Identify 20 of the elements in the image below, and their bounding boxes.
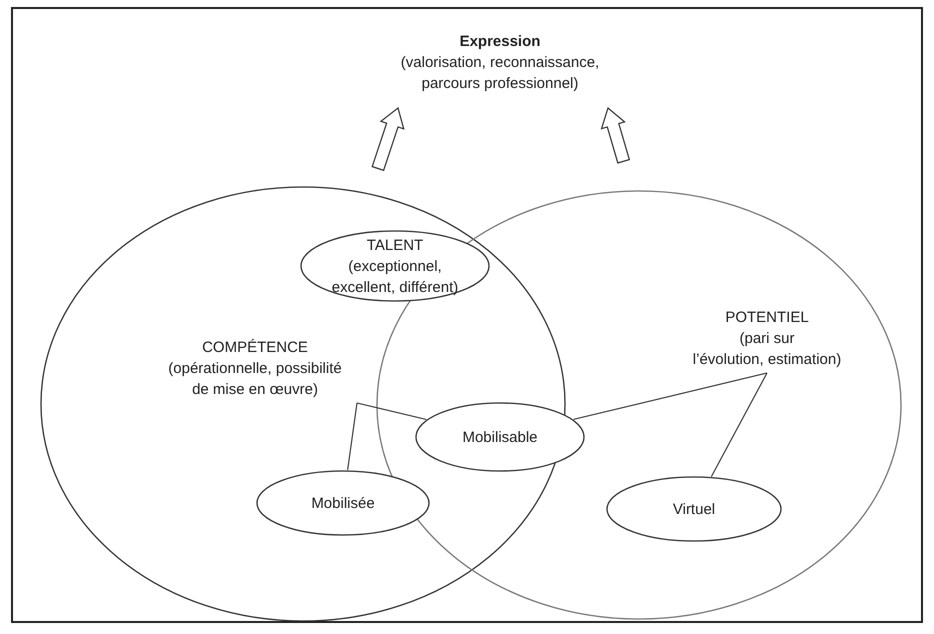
description: (exceptionnel, excellent, différent) [330,256,460,298]
leader-line [356,402,427,420]
oval-shape [606,476,782,542]
hollow-arrow [600,106,630,164]
heading: TALENT [366,236,424,256]
leader-line [573,372,768,420]
oval-label: Mobilisée [311,494,375,514]
description: (pari sur l’évolution, estimation) [692,328,842,370]
hollow-arrow [371,106,405,172]
oval-label: Mobilisable [462,428,538,448]
heading: Expression [460,32,540,52]
oval-shape [256,470,430,536]
leader-line [710,372,768,477]
oval-label: Virtuel [672,500,716,520]
description: (opérationnelle, possibilité de mise en œuvre) [167,358,343,400]
heading: COMPÉTENCE [202,338,308,358]
heading: POTENTIEL [725,308,809,328]
description: (valorisation, reconnaissance, parcours professionnel) [400,52,600,94]
leader-line [347,402,358,470]
venn-circle [40,186,566,622]
